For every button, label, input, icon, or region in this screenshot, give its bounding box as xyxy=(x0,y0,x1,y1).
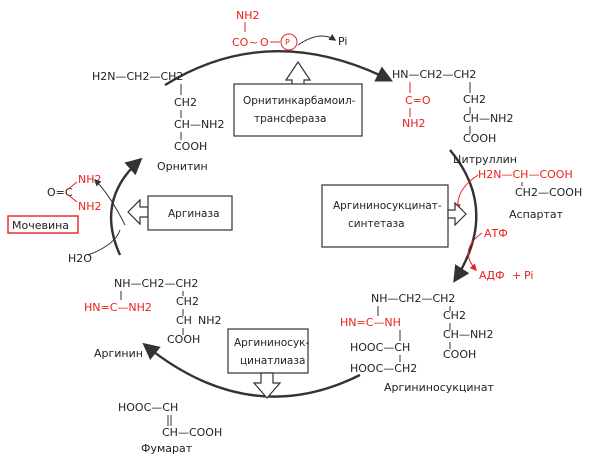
citrulline-structure: HN—CH2—CH2 C=O CH2 NH2 CH—NH2 COOH Цитру… xyxy=(392,68,517,166)
arg-r4: CH xyxy=(176,314,192,327)
asa-r2: HN=C—NH xyxy=(340,316,401,329)
orn-r1: H2N—CH2—CH2 xyxy=(92,70,183,83)
cycle-arcs xyxy=(109,50,478,398)
ass-hollow-arrow xyxy=(447,201,467,227)
otc-line1: Орнитинкарбамоил- xyxy=(243,95,356,107)
ass-line2: синтетаза xyxy=(348,218,405,230)
orn-r3: CH—NH2 xyxy=(174,118,224,131)
aspartate-structure: H2N—CH—COOH CH2—COOH Аспартат xyxy=(453,168,582,221)
asl-hollow-arrow xyxy=(252,372,282,399)
arg-r1: NH—CH2—CH2 xyxy=(114,277,198,290)
cp-o: O xyxy=(260,36,269,49)
label-citrulline: Цитруллин xyxy=(453,153,517,166)
fumarate-structure: HOOC—CH CH—COOH Фумарат xyxy=(118,401,222,455)
label-ornithine: Орнитин xyxy=(157,160,208,173)
arc-ornithine-to-citrulline xyxy=(164,50,394,87)
arg-r5: NH2 xyxy=(198,314,222,327)
asl-line2: цинатлиаза xyxy=(240,355,305,367)
asl-line1: Аргининосук- xyxy=(234,337,309,349)
asa-r1: NH—CH2—CH2 xyxy=(371,292,455,305)
phosphate-circle xyxy=(280,33,298,51)
label-urea: Мочевина xyxy=(12,219,69,232)
arginine-structure: NH—CH2—CH2 CH2 HN=C—NH2 CH NH2 COOH Арги… xyxy=(84,277,222,360)
label-fumarate: Фумарат xyxy=(141,442,193,455)
cit-r5: CH—NH2 xyxy=(463,112,513,125)
urea-r3: NH2 xyxy=(78,200,102,213)
cp-tilde: ~ xyxy=(249,36,258,49)
label-arginine: Аргинин xyxy=(94,347,143,360)
fum-r1: HOOC—CH xyxy=(118,401,178,414)
fum-r2: CH—COOH xyxy=(162,426,222,439)
plus-label: + xyxy=(512,269,521,282)
cp-co: CO xyxy=(232,36,249,49)
pi-top: Pi xyxy=(338,35,347,48)
cit-r3: CH2 xyxy=(463,93,486,106)
cit-r2: C=O xyxy=(405,94,431,107)
cit-r1: HN—CH2—CH2 xyxy=(392,68,476,81)
arg-r3: CH2 xyxy=(176,295,199,308)
otc-line2: трансфераза xyxy=(254,113,326,125)
adp-label: АДФ xyxy=(479,269,505,282)
label-aspartate: Аспартат xyxy=(509,208,564,221)
asa-r3: CH2 xyxy=(443,309,466,322)
orn-r2: CH2 xyxy=(174,96,197,109)
arginase-label: Аргиназа xyxy=(168,208,220,220)
ass-line1: Аргининосукцинат- xyxy=(333,200,442,212)
enzyme-asl: Аргининосук- цинатлиаза xyxy=(227,328,309,399)
urea-label-box xyxy=(7,215,79,234)
asa-r5: HOOC—CH xyxy=(350,341,410,354)
ornithine-structure: H2N—CH2—CH2 CH2 CH—NH2 COOH Орнитин xyxy=(92,70,224,173)
atp-label: АТФ xyxy=(484,227,508,240)
enzyme-arginase: Аргиназа xyxy=(127,195,233,231)
asa-r7: COOH xyxy=(443,348,476,361)
arc-citrulline-to-argininosuccinate xyxy=(449,149,478,283)
asp-r1: H2N—CH—COOH xyxy=(478,168,573,181)
arc-arginine-to-ornithine xyxy=(109,157,143,256)
urea-r1: O=C xyxy=(47,186,73,199)
arc-argininosuccinate-to-arginine xyxy=(142,342,361,398)
cit-r4: NH2 xyxy=(402,117,426,130)
asa-r6: HOOC—CH2 xyxy=(350,362,417,375)
enzyme-ass: Аргининосукцинат- синтетаза xyxy=(321,184,467,248)
carbamoyl-phosphate: NH2 CO ~ O P Pi xyxy=(232,9,347,51)
arg-r2: HN=C—NH2 xyxy=(84,301,152,314)
asp-r2: CH2—COOH xyxy=(515,186,582,199)
atp-adp: АТФ АДФ + Pi xyxy=(467,227,533,282)
urea-structure: O=C NH2 NH2 Мочевина H2O xyxy=(7,173,126,265)
cp-nh2: NH2 xyxy=(236,9,260,22)
pi-right: Pi xyxy=(524,269,533,282)
water-label: H2O xyxy=(68,252,92,265)
cp-p: P xyxy=(285,38,290,47)
label-argininosuccinate: Аргининосукцинат xyxy=(384,381,494,394)
cit-r6: COOH xyxy=(463,132,496,145)
enzyme-otc: Орнитинкарбамоил- трансфераза xyxy=(233,83,363,137)
asa-r4: CH—NH2 xyxy=(443,328,493,341)
urea-r2: NH2 xyxy=(78,173,102,186)
argininosuccinate-structure: NH—CH2—CH2 CH2 HN=C—NH CH—NH2 HOOC—CH CO… xyxy=(340,292,494,394)
arg-r6: COOH xyxy=(167,333,200,346)
orn-r4: COOH xyxy=(174,140,207,153)
arginase-hollow-arrow xyxy=(127,198,149,226)
